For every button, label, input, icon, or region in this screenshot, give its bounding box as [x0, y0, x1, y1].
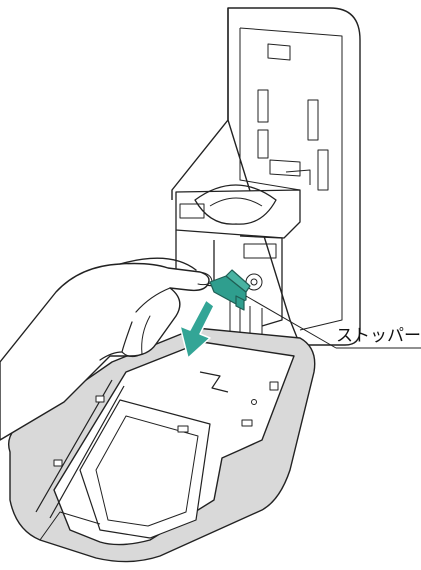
down-arrow-icon	[179, 299, 215, 359]
printer-lid	[171, 7, 361, 346]
hand-illustration	[0, 257, 213, 441]
printer-base-shell	[7, 327, 316, 563]
callout-leader-line	[245, 295, 337, 349]
tape-compartment	[175, 184, 301, 354]
stopper-lever	[209, 269, 251, 311]
stopper-callout-label: ストッパー	[336, 326, 421, 346]
